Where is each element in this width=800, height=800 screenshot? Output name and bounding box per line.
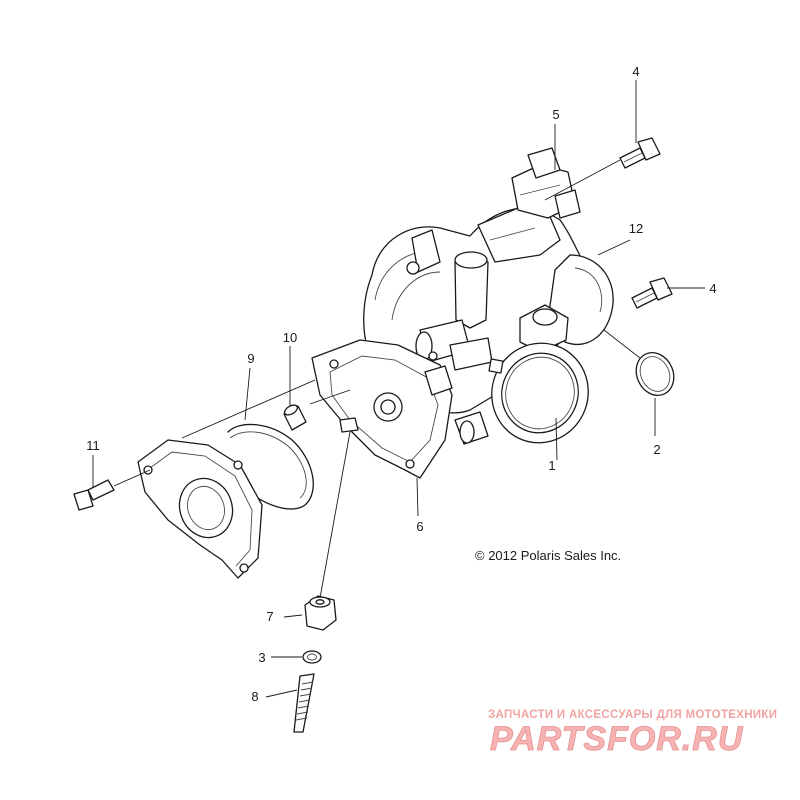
callout-1: 1 (548, 458, 555, 473)
callout-labels: 1 2 3 4 4 5 6 7 8 9 10 11 12 (86, 64, 716, 704)
leader-lines (92, 80, 705, 698)
callout-4-upper: 4 (632, 64, 639, 79)
sensor-connector (511, 147, 581, 219)
callout-12: 12 (629, 221, 643, 236)
watermark-logo: PARTSFOR.RU (490, 720, 744, 758)
dowel-pin (283, 404, 307, 431)
callout-10: 10 (283, 330, 297, 345)
callout-2: 2 (653, 442, 660, 457)
cover-housing (311, 339, 453, 479)
watermark-tagline: ЗАПЧАСТИ И АКСЕССУАРЫ ДЛЯ МОТОТЕХНИКИ (488, 709, 777, 721)
screw-right (631, 277, 673, 309)
callout-9: 9 (247, 351, 254, 366)
screw-left (73, 479, 115, 511)
callout-5: 5 (552, 107, 559, 122)
callout-3: 3 (258, 650, 265, 665)
watermark: ЗАПЧАСТИ И АКСЕССУАРЫ ДЛЯ МОТОТЕХНИКИ PA… (488, 709, 777, 758)
callout-7: 7 (266, 609, 273, 624)
threaded-stud (293, 673, 315, 733)
callout-8: 8 (251, 689, 258, 704)
copyright-notice: © 2012 Polaris Sales Inc. (475, 548, 621, 563)
o-ring (635, 352, 675, 396)
callout-11: 11 (86, 438, 100, 453)
washer (302, 650, 322, 664)
callout-4-right: 4 (709, 281, 716, 296)
screw-upper (619, 137, 661, 169)
nut (304, 595, 337, 631)
callout-6: 6 (416, 519, 423, 534)
cover-plate (137, 439, 263, 579)
